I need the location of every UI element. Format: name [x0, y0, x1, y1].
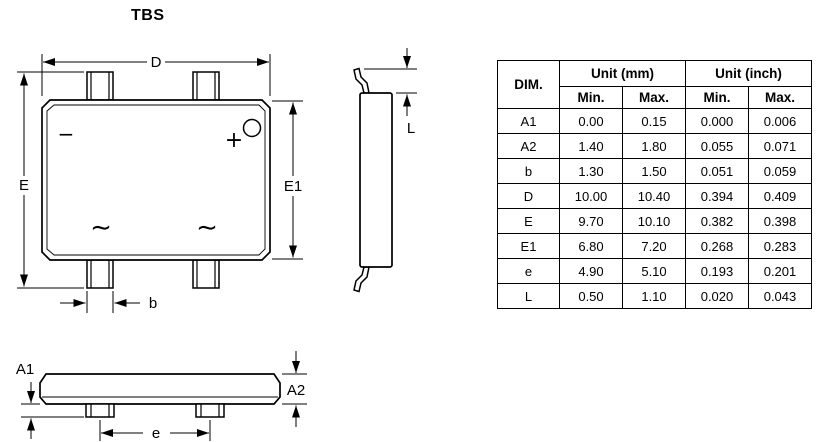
dim-table: DIM. Unit (mm) Unit (inch) Min. Max. Min…	[497, 60, 812, 309]
dim-label-L: L	[407, 120, 415, 137]
package-title: TBS	[131, 7, 165, 24]
table-row: D 10.00 10.40 0.394 0.409	[497, 183, 812, 209]
mm-max-cell: 5.10	[622, 258, 686, 284]
col-header-unit-mm: Unit (mm)	[559, 60, 686, 87]
dimension-b: b	[60, 291, 157, 313]
mm-min-cell: 4.90	[559, 258, 623, 284]
dim-label-D: D	[151, 54, 162, 71]
mm-min-cell: 10.00	[559, 183, 623, 209]
table-row: b 1.30 1.50 0.051 0.059	[497, 158, 812, 184]
dimension-L: L	[364, 48, 417, 137]
dimension-table: DIM. Unit (mm) Unit (inch) Min. Max. Min…	[497, 60, 812, 309]
mm-min-cell: 9.70	[559, 208, 623, 234]
mm-max-cell: 10.10	[622, 208, 686, 234]
side-body-outline	[359, 92, 393, 268]
table-row: e 4.90 5.10 0.193 0.201	[497, 258, 812, 284]
mm-max-cell: 1.10	[622, 283, 686, 309]
col-header-inch-min: Min.	[685, 86, 749, 109]
in-max-cell: 0.006	[748, 108, 812, 134]
mm-max-cell: 10.40	[622, 183, 686, 209]
mm-min-cell: 1.40	[559, 133, 623, 159]
dim-label-e: e	[152, 425, 160, 442]
ac-terminal-mark-left: ∼	[90, 213, 112, 243]
in-min-cell: 0.055	[685, 133, 749, 159]
dim-cell: A2	[497, 133, 560, 159]
col-header-mm-max: Max.	[622, 86, 686, 109]
mm-min-cell: 6.80	[559, 233, 623, 259]
in-max-cell: 0.043	[748, 283, 812, 309]
table-row: E 9.70 10.10 0.382 0.398	[497, 208, 812, 234]
table-row: E1 6.80 7.20 0.268 0.283	[497, 233, 812, 259]
dimension-E1: E1	[272, 100, 303, 260]
dimension-A1: A1	[16, 361, 84, 439]
in-max-cell: 0.409	[748, 183, 812, 209]
in-min-cell: 0.382	[685, 208, 749, 234]
mm-min-cell: 0.50	[559, 283, 623, 309]
gullwing-lead-top	[353, 67, 370, 94]
dim-cell: E1	[497, 233, 560, 259]
dim-cell: A1	[497, 108, 560, 134]
package-body-inner-outline	[46, 104, 266, 256]
table-row: A2 1.40 1.80 0.055 0.071	[497, 133, 812, 159]
col-header-mm-min: Min.	[559, 86, 623, 109]
in-max-cell: 0.283	[748, 233, 812, 259]
plus-terminal-mark: +	[225, 128, 243, 153]
dim-cell: L	[497, 283, 560, 309]
dim-label-A2: A2	[287, 382, 305, 399]
front-view	[39, 373, 281, 418]
in-max-cell: 0.071	[748, 133, 812, 159]
mm-max-cell: 1.50	[622, 158, 686, 184]
in-min-cell: 0.193	[685, 258, 749, 284]
in-min-cell: 0.268	[685, 233, 749, 259]
in-max-cell: 0.398	[748, 208, 812, 234]
dim-label-E: E	[19, 177, 29, 194]
in-max-cell: 0.059	[748, 158, 812, 184]
ac-terminal-mark-right: ∼	[196, 213, 218, 243]
dim-label-b: b	[149, 295, 157, 312]
top-view: − + ∼ ∼	[41, 71, 271, 289]
minus-terminal-mark: −	[58, 122, 75, 146]
in-min-cell: 0.051	[685, 158, 749, 184]
mm-min-cell: 0.00	[559, 108, 623, 134]
front-lead-right	[195, 403, 225, 418]
mm-max-cell: 1.80	[622, 133, 686, 159]
front-body-outline	[39, 373, 281, 405]
in-min-cell: 0.020	[685, 283, 749, 309]
col-header-inch-max: Max.	[748, 86, 812, 109]
mm-max-cell: 7.20	[622, 233, 686, 259]
dimension-e: e	[99, 420, 211, 442]
mm-min-cell: 1.30	[559, 158, 623, 184]
dim-label-A1: A1	[16, 361, 34, 378]
pin1-indicator-circle	[242, 118, 262, 138]
dimension-A2: A2	[282, 351, 307, 427]
front-lead-left	[85, 403, 115, 418]
gullwing-lead-bottom	[353, 266, 370, 293]
in-min-cell: 0.000	[685, 108, 749, 134]
in-min-cell: 0.394	[685, 183, 749, 209]
dim-cell: e	[497, 258, 560, 284]
col-header-unit-inch: Unit (inch)	[685, 60, 812, 87]
package-body-outline	[41, 99, 271, 261]
mm-max-cell: 0.15	[622, 108, 686, 134]
in-max-cell: 0.201	[748, 258, 812, 284]
dim-label-E1: E1	[284, 178, 302, 195]
table-row: A1 0.00 0.15 0.000 0.006	[497, 108, 812, 134]
dimension-E: E	[17, 71, 84, 289]
dim-cell: b	[497, 158, 560, 184]
side-view	[353, 67, 393, 293]
dimension-D: D	[41, 54, 271, 96]
col-header-dim: DIM.	[497, 60, 560, 109]
table-row: L 0.50 1.10 0.020 0.043	[497, 283, 812, 309]
dim-cell: E	[497, 208, 560, 234]
dim-cell: D	[497, 183, 560, 209]
